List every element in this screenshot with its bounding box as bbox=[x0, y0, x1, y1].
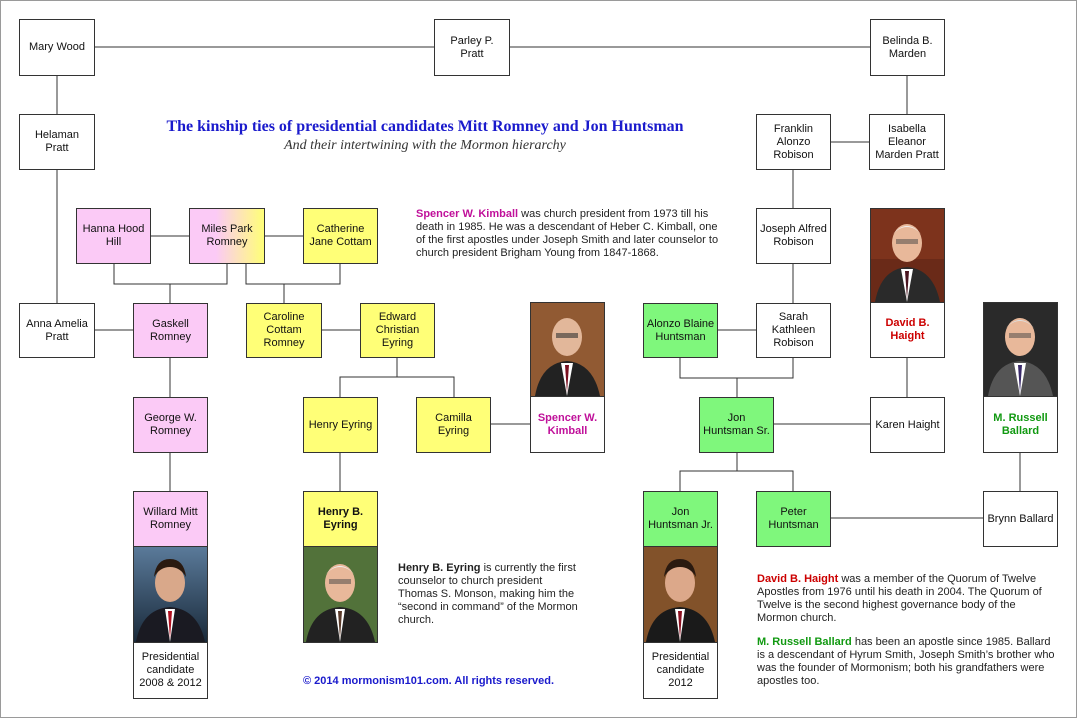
photo-henry-b-eyring bbox=[303, 547, 378, 643]
person-david-haight: David B. Haight bbox=[870, 303, 945, 358]
person-spencer-kimball: Spencer W. Kimball bbox=[530, 397, 605, 453]
person-russell-ballard: M. Russell Ballard bbox=[983, 397, 1058, 453]
note-haight: David B. Haight was a member of the Quor… bbox=[757, 573, 1057, 625]
copyright-notice: © 2014 mormonism101.com. All rights rese… bbox=[303, 675, 554, 687]
person-peter-huntsman: Peter Huntsman bbox=[756, 491, 831, 547]
person-henry-b-eyring: Henry B. Eyring bbox=[303, 491, 378, 547]
person-miles-romney: Miles Park Romney bbox=[189, 208, 265, 264]
person-mary-wood: Mary Wood bbox=[19, 19, 95, 76]
person-anna-pratt: Anna Amelia Pratt bbox=[19, 303, 95, 358]
photo-russell-ballard bbox=[983, 302, 1058, 397]
person-belinda-marden: Belinda B. Marden bbox=[870, 19, 945, 76]
photo-david-haight bbox=[870, 208, 945, 303]
person-willard-romney: Willard Mitt Romney bbox=[133, 491, 208, 547]
person-karen-haight: Karen Haight bbox=[870, 397, 945, 453]
person-george-romney: George W. Romney bbox=[133, 397, 208, 453]
diagram-title: The kinship ties of presidential candida… bbox=[100, 118, 750, 136]
david-haight-label: David B. Haight bbox=[885, 317, 929, 343]
russell-ballard-label: M. Russell Ballard bbox=[993, 412, 1047, 438]
person-catherine-cottam: Catherine Jane Cottam bbox=[303, 208, 378, 264]
note-kimball-name: Spencer W. Kimball bbox=[416, 208, 518, 220]
note-haight-name: David B. Haight bbox=[757, 573, 838, 585]
note-eyring: Henry B. Eyring is currently the first c… bbox=[398, 562, 583, 627]
photo-spencer-kimball bbox=[530, 302, 605, 397]
photo-jon-huntsman-jr bbox=[643, 547, 718, 643]
diagram-subtitle: And their intertwining with the Mormon h… bbox=[100, 138, 750, 154]
person-caroline-romney: Caroline Cottam Romney bbox=[246, 303, 322, 358]
note-eyring-name: Henry B. Eyring bbox=[398, 562, 481, 574]
spencer-kimball-label: Spencer W. Kimball bbox=[538, 412, 597, 438]
person-isabella-pratt: Isabella Eleanor Marden Pratt bbox=[869, 114, 945, 170]
person-gaskell-romney: Gaskell Romney bbox=[133, 303, 208, 358]
person-camilla-eyring: Camilla Eyring bbox=[416, 397, 491, 453]
note-ballard-name: M. Russell Ballard bbox=[757, 636, 852, 648]
person-alonzo-huntsman: Alonzo Blaine Huntsman bbox=[643, 303, 718, 358]
caption-romney: Presidential candidate 2008 & 2012 bbox=[133, 643, 208, 699]
person-sarah-robison: Sarah Kathleen Robison bbox=[756, 303, 831, 358]
caption-huntsman: Presidential candidate 2012 bbox=[643, 643, 718, 699]
note-ballard: M. Russell Ballard has been an apostle s… bbox=[757, 636, 1057, 688]
person-jon-huntsman-jr: Jon Huntsman Jr. bbox=[643, 491, 718, 547]
note-kimball: Spencer W. Kimball was church president … bbox=[416, 208, 726, 260]
person-henry-eyring: Henry Eyring bbox=[303, 397, 378, 453]
person-parley-pratt: Parley P. Pratt bbox=[434, 19, 510, 76]
person-jon-huntsman-sr: Jon Huntsman Sr. bbox=[699, 397, 774, 453]
person-franklin-robison: Franklin Alonzo Robison bbox=[756, 114, 831, 170]
person-helaman-pratt: Helaman Pratt bbox=[19, 114, 95, 170]
person-brynn-ballard: Brynn Ballard bbox=[983, 491, 1058, 547]
person-joseph-robison: Joseph Alfred Robison bbox=[756, 208, 831, 264]
person-edward-eyring: Edward Christian Eyring bbox=[360, 303, 435, 358]
photo-mitt-romney bbox=[133, 547, 208, 643]
person-hanna-hill: Hanna Hood Hill bbox=[76, 208, 151, 264]
